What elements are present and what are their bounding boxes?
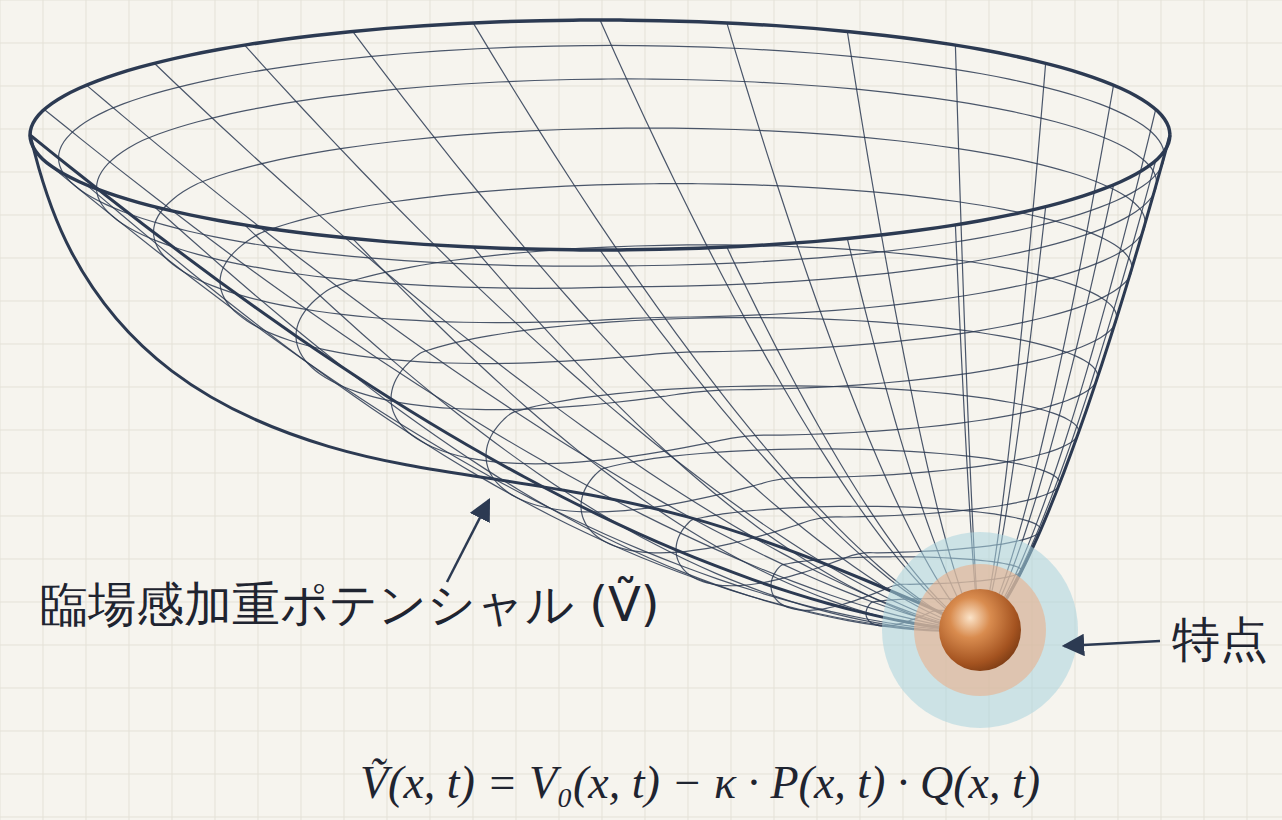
mesh-line [353,31,980,630]
grid-line [688,0,689,820]
grid-line [0,301,1282,302]
potential-label: 臨場感加重ポテンシャル (Ṽ) [40,577,660,632]
formula: Ṽ(x, t) = V₀(x, t) − κ · P(x, t) · Q(x, … [360,757,1040,810]
mesh-line [391,318,1098,464]
leader-arrow [1064,641,1160,646]
mesh-line [600,20,980,630]
mesh-line [59,45,1165,266]
grid-line [1118,0,1119,820]
grid-line [43,0,44,820]
grid-line [0,473,1282,474]
mesh-line [154,207,980,632]
mesh-line [245,45,980,630]
grid-line [430,0,431,820]
grid-line [1247,0,1248,820]
grid-line [860,0,861,820]
grid-line [344,0,345,820]
grid-line [731,0,732,820]
mesh-line [154,63,980,630]
grid-line [903,0,904,820]
mesh-line [727,23,980,630]
grid-line [0,172,1282,173]
grid-line [516,0,517,820]
mesh-line [245,225,980,631]
grid-line [645,0,646,820]
grid-line [1161,0,1162,820]
grid-line [172,0,173,820]
mesh-line [97,79,1157,288]
mesh-line [154,128,1146,323]
point-label: 特点 [1172,612,1268,667]
grid-line [602,0,603,820]
grid-line [86,0,87,820]
feature-point [882,532,1078,728]
grid-line [473,0,474,820]
mesh-line [473,23,980,630]
grid-line [0,516,1282,517]
grid-line [0,559,1282,560]
grid-line [0,0,1282,1]
grid-line [258,0,259,820]
grid-line [0,731,1282,732]
mesh-line [220,184,1132,364]
grid-line [0,688,1282,689]
grid-line [0,43,1282,44]
grid-line [215,0,216,820]
rim-outline [30,20,1170,250]
mesh-line [30,135,980,630]
surface-silhouette [30,135,980,630]
grid-line [0,86,1282,87]
mesh-line [44,109,980,630]
grid-line [129,0,130,820]
grid-line [0,0,1,820]
grid-line [817,0,818,820]
grid-line [0,817,1282,818]
leader-arrow [447,500,489,582]
grid-line [774,0,775,820]
outer-glow [882,532,1078,728]
grid-line [387,0,388,820]
grid-line [1204,0,1205,820]
surface-silhouette [30,135,980,630]
inner-glow [914,564,1046,696]
grid-line [0,430,1282,431]
mesh-line [86,85,980,630]
ball [939,589,1021,671]
grid-line [301,0,302,820]
mesh-line [296,245,1117,410]
grid-line [0,258,1282,259]
